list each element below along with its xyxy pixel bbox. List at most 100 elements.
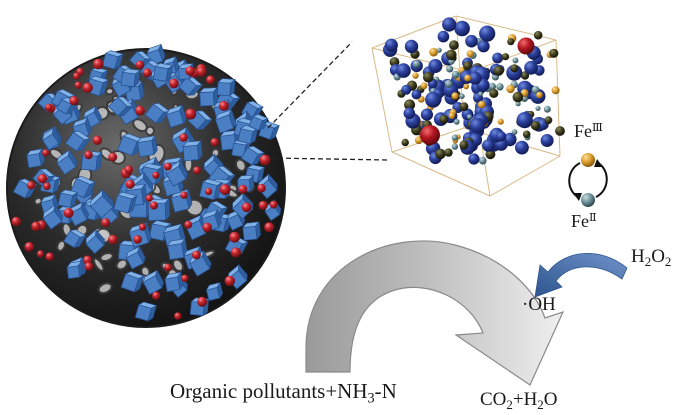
blue-cube [214, 108, 237, 134]
blue-cube [147, 198, 170, 222]
catalyst-sphere [6, 43, 286, 328]
blue-cube [42, 127, 61, 151]
blue-atom [469, 118, 486, 134]
sphere-surface-particles [11, 43, 282, 322]
teal-atom [451, 143, 459, 150]
pore [97, 282, 113, 295]
blue-cube [178, 76, 204, 96]
red-particle [133, 235, 142, 244]
red-particle [259, 154, 271, 166]
red-particle [163, 162, 172, 171]
red-particle [108, 152, 118, 162]
olive-atom [510, 64, 519, 73]
red-particle [152, 291, 161, 300]
red-particle [192, 250, 201, 260]
red-particle [150, 201, 158, 210]
blue-cube [165, 104, 187, 129]
olive-atom [512, 91, 524, 103]
red-particle [101, 218, 111, 228]
olive-atom [444, 148, 453, 157]
olive-atom [507, 38, 515, 46]
red-particle [229, 231, 241, 243]
pore [56, 239, 67, 252]
red-particle [269, 200, 278, 209]
olive-atom [549, 48, 559, 58]
pore [171, 258, 185, 273]
blue-atom [437, 30, 450, 43]
blue-cube [56, 149, 78, 175]
blue-cube [65, 130, 91, 152]
red-particle [169, 78, 179, 89]
red-particle [206, 75, 215, 85]
red-particle [174, 312, 182, 320]
zoom-leader-lines [267, 41, 389, 161]
blue-atom [468, 71, 482, 85]
red-particle [92, 58, 104, 70]
teal-atom [496, 83, 504, 91]
gold-atom [463, 83, 469, 90]
olive-atom [530, 121, 541, 131]
gold-atom [464, 74, 471, 82]
blue-cube [240, 145, 265, 166]
blue-atom [465, 34, 478, 48]
blue-cube [165, 160, 188, 187]
teal-atom [531, 85, 540, 94]
red-atom-large [420, 125, 440, 145]
red-particle [192, 166, 201, 175]
blue-cube [142, 269, 164, 295]
oxidation-arrow-icon [595, 162, 608, 198]
red-particle [135, 105, 145, 116]
teal-atom [451, 70, 460, 79]
red-particle [219, 184, 231, 195]
gold-atom [412, 72, 419, 79]
olive-atom [555, 126, 565, 136]
red-particle [108, 234, 118, 245]
blue-cube [63, 229, 87, 249]
red-particle [185, 108, 197, 120]
olive-atom [404, 99, 416, 111]
gold-atom [551, 86, 560, 95]
red-particle [258, 200, 268, 210]
teal-atom [535, 105, 541, 111]
red-particle [202, 222, 212, 233]
olive-atom [463, 61, 473, 71]
olive-atom [449, 40, 459, 50]
degradation-arrow [305, 240, 565, 386]
blue-atom [420, 108, 433, 121]
red-particle [164, 263, 172, 272]
red-particle [26, 181, 36, 190]
blue-atom [404, 39, 419, 54]
pore [132, 118, 148, 133]
h2o2-label: H2O2 [631, 246, 672, 269]
red-particle [180, 191, 188, 199]
blue-atom [516, 112, 533, 129]
red-particle [37, 173, 48, 184]
fe-redox-cycle [568, 153, 608, 207]
red-particle [84, 150, 93, 160]
blue-cube [125, 245, 146, 270]
blue-cube [107, 96, 134, 117]
red-particle [205, 187, 213, 196]
olive-atom [493, 65, 504, 76]
blue-atom [492, 52, 503, 64]
red-particle [43, 182, 51, 191]
blue-atom [477, 40, 490, 53]
fe3-atom-icon [581, 153, 595, 167]
blue-cube [26, 148, 45, 169]
red-particle [11, 216, 21, 227]
blue-cube [120, 271, 145, 293]
red-particle [42, 149, 50, 157]
red-particle [31, 221, 41, 232]
blue-atom [496, 131, 507, 142]
blue-atom [524, 60, 538, 75]
blue-cube [152, 62, 174, 83]
olive-atom [435, 148, 446, 160]
red-particle [45, 103, 53, 112]
lattice-atoms [383, 17, 565, 165]
teal-atom [436, 47, 442, 53]
gold-atom [466, 50, 474, 58]
red-particle [238, 184, 248, 194]
blue-cube [66, 260, 84, 280]
gold-atom [429, 47, 438, 57]
blue-atom [454, 20, 470, 37]
